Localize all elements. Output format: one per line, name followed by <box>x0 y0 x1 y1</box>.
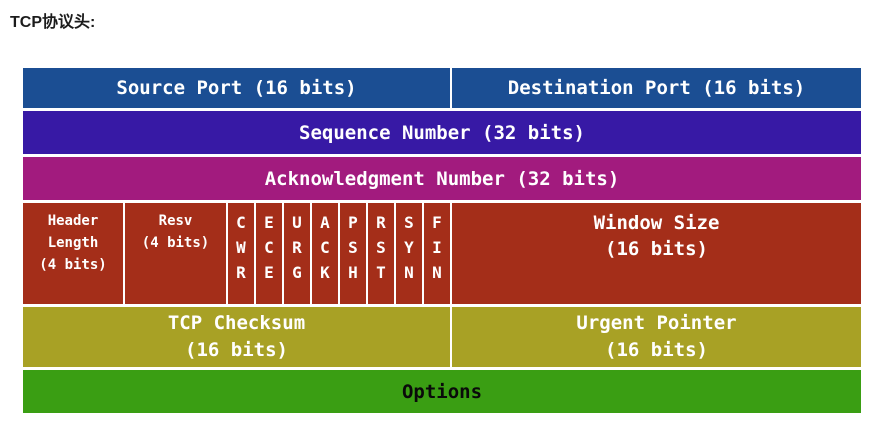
field-header-length: Header Length (4 bits) <box>23 203 123 304</box>
tcp-header-diagram: Source Port (16 bits) Destination Port (… <box>23 68 861 413</box>
field-urgent-pointer: Urgent Pointer (16 bits) <box>452 307 861 367</box>
field-flag-psh: P S H <box>340 203 366 304</box>
row-flags: Header Length (4 bits) Resv (4 bits) C W… <box>23 203 861 304</box>
field-flag-fin: F I N <box>424 203 450 304</box>
row-ports: Source Port (16 bits) Destination Port (… <box>23 68 861 108</box>
field-flag-ece: E C E <box>256 203 282 304</box>
row-checksum: TCP Checksum (16 bits) Urgent Pointer (1… <box>23 307 861 367</box>
row-options: Options <box>23 370 861 413</box>
field-flag-urg: U R G <box>284 203 310 304</box>
field-tcp-checksum: TCP Checksum (16 bits) <box>23 307 450 367</box>
field-sequence-number: Sequence Number (32 bits) <box>23 111 861 154</box>
field-destination-port: Destination Port (16 bits) <box>452 68 861 108</box>
field-resv: Resv (4 bits) <box>125 203 226 304</box>
row-sequence-number: Sequence Number (32 bits) <box>23 111 861 154</box>
field-acknowledgment-number: Acknowledgment Number (32 bits) <box>23 157 861 200</box>
field-flag-cwr: C W R <box>228 203 254 304</box>
field-window-size: Window Size (16 bits) <box>452 203 861 304</box>
field-flag-ack: A C K <box>312 203 338 304</box>
row-acknowledgment-number: Acknowledgment Number (32 bits) <box>23 157 861 200</box>
field-options: Options <box>23 370 861 413</box>
field-source-port: Source Port (16 bits) <box>23 68 450 108</box>
page-title: TCP协议头: <box>10 14 96 31</box>
field-flag-syn: S Y N <box>396 203 422 304</box>
field-flag-rst: R S T <box>368 203 394 304</box>
